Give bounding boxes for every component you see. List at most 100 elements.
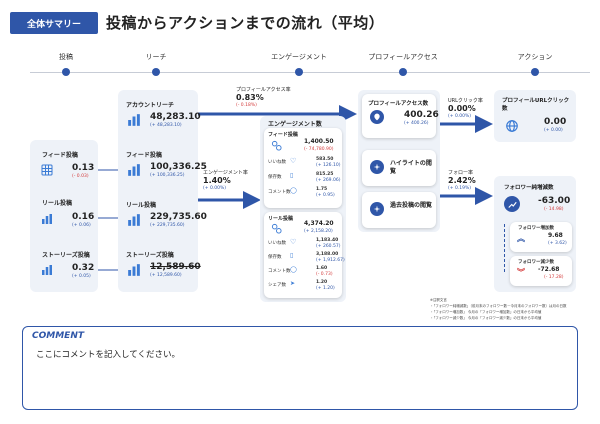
- stage-label-action: アクション: [517, 53, 553, 61]
- past-posts-label: 過去投稿の閲覧: [390, 202, 433, 209]
- engagement-reel-card: [264, 212, 342, 298]
- comment-heading: COMMENT: [32, 331, 84, 341]
- stage-dot-engagement: [295, 68, 303, 76]
- engagement-feed-like-change: (+ 126.10): [316, 163, 341, 168]
- engagement-reel-like-value: 1,183.40: [316, 238, 339, 243]
- profile-rate-value: 0.83%: [236, 93, 264, 102]
- summary-tag: 全体サマリー: [10, 12, 98, 34]
- reach-feed-value: 100,336.25: [150, 162, 207, 172]
- engagement-feed-card: [264, 128, 342, 208]
- comment-box[interactable]: [22, 326, 578, 410]
- engagement-feed-value: 1,400.50: [304, 138, 334, 145]
- engagement-feed-like-value: 583.50: [316, 157, 334, 162]
- follow-rate-change: (+ 0.19%): [448, 186, 472, 191]
- profile-rate-change: (- 0.18%): [236, 103, 257, 108]
- bubbles-icon: [270, 139, 282, 151]
- post-reel-label: リール投稿: [42, 200, 73, 207]
- engagement-reel-comment-change: (- 0.73): [316, 272, 333, 277]
- engagement-feed-save-change: (+ 269.06): [316, 178, 341, 183]
- stage-label-engagement: エンゲージメント: [271, 53, 327, 61]
- comment-text[interactable]: ここにコメントを記入してください。: [36, 350, 180, 360]
- reach-reel-label: リール投稿: [126, 202, 157, 209]
- follow-inc-card: [510, 222, 572, 252]
- bubbles-icon: [270, 222, 282, 234]
- follow-net-value: -63.00: [538, 196, 571, 206]
- sparkle-icon: [370, 160, 384, 174]
- stage-dot-profile: [399, 68, 407, 76]
- url-click-label: プロフィールURLクリック数: [502, 98, 570, 112]
- stage-line: [30, 72, 590, 73]
- post-reel-change: (+ 0.06): [72, 223, 91, 228]
- location-icon: [370, 110, 384, 124]
- bar-chart-icon: [126, 262, 142, 278]
- stage-label-profile: プロフィールアクセス: [368, 53, 438, 61]
- url-rate-label: URLクリック率: [448, 98, 483, 104]
- page-title: 投稿からアクションまでの流れ（平均）: [106, 14, 385, 32]
- follow-rate-value: 2.42%: [448, 176, 476, 185]
- bar-chart-icon: [40, 263, 54, 277]
- stage-dot-reach: [152, 68, 160, 76]
- note-line-1: ・「フォロワー純増減数」（前月末のフォロワー数－今月末のフォロワー数）は月の日数: [430, 304, 567, 308]
- engagement-title: エンゲージメント数: [268, 121, 322, 128]
- engagement-reel-share-value: 1.20: [316, 280, 328, 285]
- follow-dec-value: -72.68: [538, 266, 560, 273]
- profile-access-change: (+ 400.26): [404, 121, 429, 126]
- engagement-reel-like-label: いいね数: [268, 241, 286, 246]
- stage-label-post: 投稿: [59, 53, 73, 61]
- engagement-reel-comment-label: コメント数: [268, 269, 291, 274]
- engagement-feed-save-value: 815.25: [316, 172, 334, 177]
- stage-label-reach: リーチ: [145, 53, 167, 61]
- follow-net-change: (- 14.98): [544, 207, 564, 212]
- follow-connector: [504, 224, 505, 272]
- follow-dec-label: フォロワー減少数: [518, 260, 554, 265]
- url-rate-change: (+ 0.00%): [448, 114, 472, 119]
- engagement-feed-comment-value: 1.75: [316, 187, 328, 192]
- bar-chart-icon: [126, 162, 142, 178]
- engagement-reel-share-change: (+ 1.20): [316, 286, 335, 291]
- follow-net-label: フォロワー純増減数: [504, 185, 554, 191]
- engagement-feed-like-label: いいね数: [268, 160, 286, 165]
- grid-icon: [40, 163, 54, 177]
- bar-chart-icon: [126, 212, 142, 228]
- globe-icon: [504, 118, 520, 134]
- engagement-rate-value: 1.40%: [203, 176, 231, 185]
- profile-access-value: 400.26: [404, 110, 439, 120]
- reach-reel-change: (+ 229,735.60): [150, 223, 185, 228]
- post-feed-label: フィード投稿: [42, 152, 78, 159]
- reach-group: [118, 90, 198, 292]
- engagement-feed-save-label: 保存数: [268, 175, 282, 180]
- engagement-reel-save-value: 3,188.00: [316, 252, 339, 257]
- stage-dot-action: [531, 68, 539, 76]
- follow-rate-label: フォロー率: [448, 170, 474, 176]
- reach-reel-value: 229,735.60: [150, 212, 207, 222]
- post-story-label: ストーリーズ投稿: [42, 252, 90, 259]
- engagement-reel-label: リール投稿: [268, 216, 294, 222]
- share-icon: ➤: [290, 280, 296, 287]
- post-reel-value: 0.16: [72, 212, 95, 222]
- heart-icon: ♡: [290, 238, 297, 246]
- highlight-label: ハイライトの閲覧: [390, 160, 432, 175]
- bar-chart-icon: [40, 212, 54, 226]
- profile-access-label: プロフィールアクセス数: [368, 101, 429, 107]
- url-click-change: (+ 0.00): [544, 128, 563, 133]
- engagement-reel-comment-value: 1.60: [316, 266, 328, 271]
- comment-icon: ◯: [290, 266, 297, 273]
- reach-account-change: (+ 48,283.10): [150, 123, 182, 128]
- engagement-feed-label: フィード投稿: [268, 132, 298, 138]
- follow-inc-value: 9.68: [548, 232, 563, 239]
- posts-group: [30, 140, 98, 292]
- reach-account-value: 48,283.10: [150, 112, 201, 122]
- note-heading: ※注釈文言: [430, 298, 447, 302]
- engagement-reel-share-label: シェア数: [268, 283, 286, 288]
- reach-feed-label: フィード投稿: [126, 152, 162, 159]
- engagement-reel-save-label: 保存数: [268, 255, 282, 260]
- sparkle-icon: [370, 202, 384, 216]
- note-line-3: ・「フォロワー減少数」 今月の「フォロワー減少数」の日末から平均値: [430, 316, 542, 320]
- engagement-rate-change: (+ 0.00%): [203, 186, 227, 191]
- bookmark-icon: ▯: [290, 172, 294, 179]
- comment-icon: ◯: [290, 187, 297, 194]
- engagement-feed-comment-change: (+ 0.95): [316, 193, 335, 198]
- engagement-reel-like-change: (+ 260.57): [316, 244, 341, 249]
- post-story-value: 0.32: [72, 263, 95, 273]
